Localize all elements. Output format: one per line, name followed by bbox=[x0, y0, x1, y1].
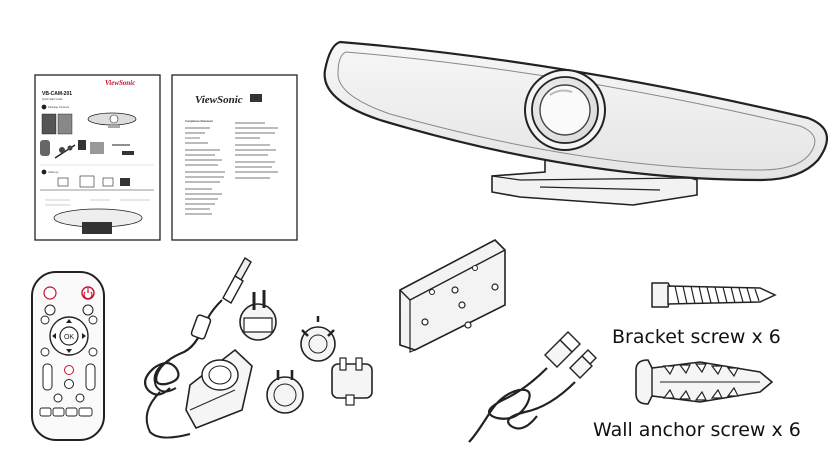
power-adapter bbox=[143, 256, 373, 439]
conference-camera bbox=[323, 40, 829, 206]
us-plug-icon bbox=[266, 370, 304, 414]
compliance-sheet: ViewSonic Compliance Statement bbox=[171, 74, 298, 241]
compliance-heading: Compliance Statement bbox=[185, 119, 213, 123]
uk-plug-icon bbox=[331, 357, 373, 406]
usb-cable bbox=[468, 331, 597, 443]
eu-plug-icon bbox=[239, 290, 277, 341]
ok-button-label: OK bbox=[64, 334, 74, 341]
bracket-screw-icon bbox=[651, 282, 777, 308]
mounting-bracket bbox=[399, 239, 506, 353]
qsg-model: VB-CAM-201 bbox=[42, 91, 72, 97]
camera-lens-icon bbox=[524, 69, 606, 151]
au-plug-icon bbox=[300, 316, 336, 362]
qsg-section-1: Package Contents bbox=[48, 105, 70, 109]
mute-button-icon bbox=[43, 286, 57, 300]
wall-anchor-screw-label: Wall anchor screw x 6 bbox=[593, 419, 801, 441]
qsg-brand: ViewSonic bbox=[105, 79, 135, 87]
bracket-screw-label: Bracket screw x 6 bbox=[612, 326, 781, 348]
qsg-subtitle: Quick Start Guide bbox=[42, 97, 63, 101]
quick-start-guide: ViewSonic VB-CAM-201 Quick Start Guide P… bbox=[34, 74, 161, 241]
wall-anchor-icon bbox=[635, 359, 774, 405]
remote-control: OK bbox=[31, 271, 105, 441]
compliance-brand: ViewSonic bbox=[195, 94, 243, 106]
qsg-section-2: Cable go bbox=[48, 170, 59, 174]
